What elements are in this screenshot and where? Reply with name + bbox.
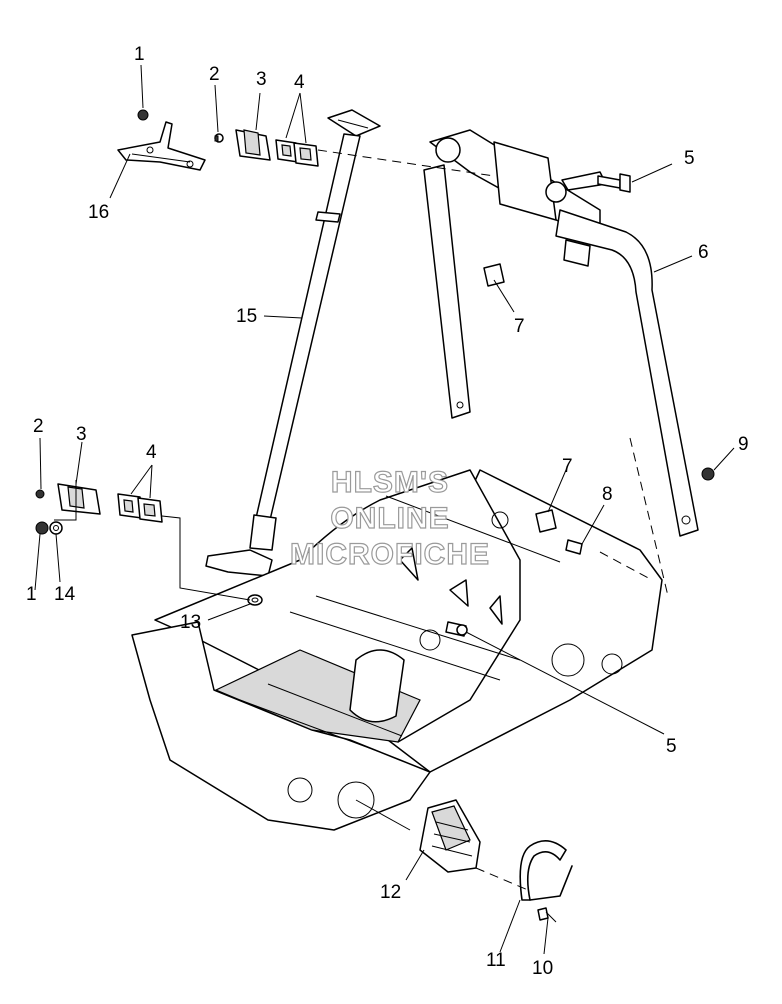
part-steering-column-15 — [205, 109, 381, 577]
part-screw-2-lower — [35, 489, 45, 499]
callout-9: 9 — [738, 434, 749, 455]
part-screw-2-top — [214, 133, 224, 143]
callout-2-top: 2 — [209, 64, 220, 85]
callout-1-top: 1 — [134, 44, 145, 65]
watermark-line-3: MICROFICHE — [290, 538, 490, 571]
callout-4-lower: 4 — [146, 442, 157, 463]
callout-5-top: 5 — [684, 148, 695, 169]
watermark-line-1: HLSM'S — [331, 466, 449, 499]
part-clip-7-top — [483, 263, 505, 287]
callout-7-lower: 7 — [562, 456, 573, 477]
part-bracket-16 — [117, 121, 206, 171]
part-washer-14 — [49, 521, 63, 535]
watermark-line-2: ONLINE — [330, 502, 449, 535]
part-screw-10 — [537, 907, 557, 923]
callout-5-lower: 5 — [666, 736, 677, 757]
callout-16: 16 — [88, 202, 109, 223]
watermark: HLSM'S ONLINE MICROFICHE — [289, 465, 490, 571]
leader-lines — [34, 64, 735, 955]
callout-7-top: 7 — [514, 316, 525, 337]
part-bolt-8 — [565, 539, 583, 555]
part-boot-12 — [419, 799, 481, 873]
callout-1-lower: 1 — [26, 584, 37, 605]
part-washer-13 — [247, 594, 263, 606]
callout-2-lower: 2 — [33, 416, 44, 437]
part-bushings-4-top — [275, 139, 319, 167]
callout-10: 10 — [532, 958, 553, 979]
callout-11: 11 — [486, 950, 506, 971]
callout-labels: 1 2 3 4 5 16 6 7 15 2 3 4 9 7 8 1 14 13 … — [26, 44, 749, 979]
part-clamp-3-top — [235, 129, 271, 161]
part-ring-11 — [519, 840, 573, 901]
callout-12: 12 — [380, 882, 401, 903]
callout-3-top: 3 — [256, 69, 267, 90]
part-chassis-frame — [131, 469, 663, 831]
part-roll-frame-6 — [423, 129, 699, 537]
callout-15: 15 — [236, 306, 257, 327]
callout-14: 14 — [54, 584, 76, 605]
part-nut-1-top — [137, 109, 149, 121]
callout-3-lower: 3 — [76, 424, 87, 445]
part-bolt-5-lower — [445, 621, 468, 637]
part-bushings-4-lower — [117, 493, 163, 523]
part-nut-1-lower — [35, 521, 49, 535]
part-bolt-5-top — [597, 173, 631, 193]
part-clip-7-lower — [535, 509, 557, 533]
assembly-guide-lines — [317, 149, 669, 891]
callout-8: 8 — [602, 484, 613, 505]
callout-6: 6 — [698, 242, 709, 263]
callout-4-top: 4 — [294, 72, 305, 93]
callout-13: 13 — [180, 612, 201, 633]
part-clamp-3-lower — [57, 483, 101, 515]
part-nut-9 — [701, 467, 715, 481]
